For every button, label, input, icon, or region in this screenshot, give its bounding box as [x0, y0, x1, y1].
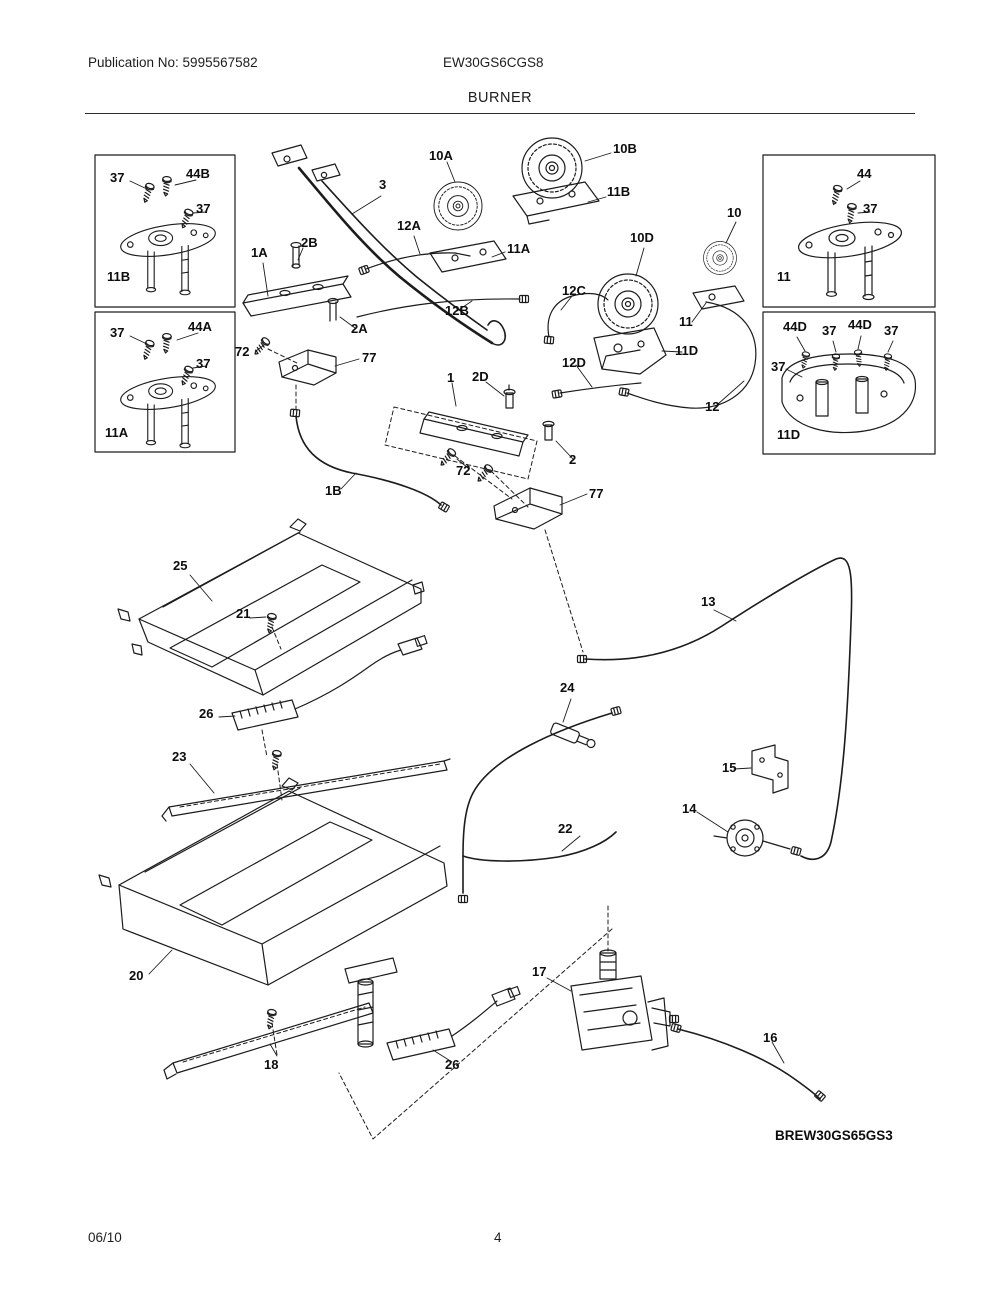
inset-box-11b	[94, 154, 236, 308]
valve-2a	[327, 297, 339, 322]
bracket-77-left	[278, 349, 337, 386]
header-rule	[85, 113, 915, 115]
burner-head-10	[703, 241, 737, 275]
gas-tube-12d	[551, 382, 642, 399]
burner-manifold-1	[419, 411, 529, 457]
heat-deflector-25	[117, 518, 425, 696]
alignment-lines	[261, 348, 613, 1140]
burner-bracket-11b-main	[512, 181, 600, 225]
model-number: EW30GS6CGS8	[443, 55, 544, 70]
section-title: BURNER	[467, 90, 533, 106]
burner-bracket-11-main	[692, 285, 745, 310]
screw-rail-18	[264, 1008, 278, 1031]
burner-manifold-1a	[242, 275, 352, 317]
valve-14	[713, 819, 802, 857]
igniter-24	[550, 722, 596, 749]
gas-tube-16	[670, 1022, 827, 1103]
diagram-part-number: BREW30GS65GS3	[775, 1128, 893, 1143]
screw-72-mid-a	[437, 446, 458, 469]
gas-tube-12b	[356, 294, 530, 318]
manifold-1-dashed-outline	[384, 406, 538, 480]
burner-head-10d	[597, 273, 659, 335]
igniter-harness-26-lower	[386, 985, 521, 1061]
valve-2b	[290, 241, 302, 269]
gas-tube-12a	[357, 252, 471, 276]
gas-tube-22	[457, 705, 622, 904]
orifice-holder	[344, 957, 398, 1048]
bracket-15	[751, 744, 789, 794]
valve-2d	[503, 384, 516, 409]
screw-rail-23	[269, 749, 283, 772]
footer-date: 06/10	[88, 1230, 122, 1245]
burner-head-10a	[433, 181, 483, 231]
gas-tube-12	[618, 301, 757, 409]
inset-box-11d	[762, 311, 936, 455]
support-rail-23	[161, 758, 451, 822]
valve-assembly-17	[570, 949, 680, 1051]
valve-2	[542, 420, 555, 441]
leader-lines	[129, 152, 894, 1064]
igniter-harness-26-upper	[231, 635, 428, 731]
inset-box-11a	[94, 311, 236, 453]
heat-deflector-20	[98, 777, 448, 986]
burner-bracket-11d-main	[593, 327, 667, 375]
spark-igniter-wire	[271, 144, 507, 346]
bracket-77-right	[493, 487, 563, 530]
gas-tube-13	[576, 557, 853, 861]
burner-bracket-11a-main	[429, 240, 507, 273]
inset-box-11	[762, 154, 936, 308]
gas-tube-1b	[289, 408, 451, 513]
footer-page-number: 4	[494, 1230, 502, 1245]
publication-number: Publication No: 5995567582	[88, 55, 258, 70]
